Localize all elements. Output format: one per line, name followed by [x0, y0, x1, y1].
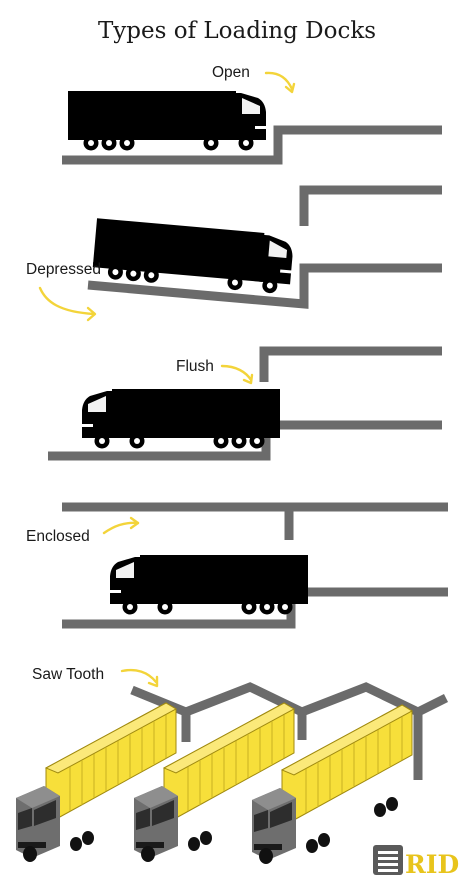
rid-logo-icon: RID: [373, 845, 459, 879]
diagram-title: Types of Loading Docks: [98, 18, 376, 44]
dock-structure-open: [62, 125, 442, 165]
dock-open: Open: [62, 64, 442, 165]
dock-structure-flush: [48, 420, 442, 461]
dock-wall-depressed: [299, 185, 442, 226]
dock-roof-enclosed: [62, 502, 448, 540]
curved-arrow-icon: [120, 668, 159, 688]
logo-text: RID: [405, 850, 459, 879]
dock-label-open: Open: [212, 64, 250, 81]
curved-arrow-icon: [220, 364, 254, 385]
curved-arrow-icon: [264, 71, 296, 94]
truck-silhouette-icon: [68, 91, 267, 151]
dock-saw-tooth: Saw Tooth: [15, 666, 449, 865]
curved-arrow-icon: [38, 286, 97, 322]
dock-label-depressed: Depressed: [26, 261, 101, 278]
truck-silhouette-icon: [91, 218, 296, 295]
dock-depressed: Depressed: [26, 185, 442, 322]
dock-structure-depressed: [87, 263, 442, 309]
dock-wall-flush: [259, 346, 442, 382]
dock-label-flush: Flush: [176, 358, 214, 375]
dock-label-saw-tooth: Saw Tooth: [32, 666, 104, 683]
curved-arrow-icon: [102, 516, 140, 535]
dock-structure-saw-tooth: [130, 682, 449, 780]
truck-silhouette-icon: [81, 389, 280, 449]
dock-label-enclosed: Enclosed: [26, 528, 90, 545]
dock-enclosed: Enclosed: [26, 502, 448, 629]
truck-silhouette-icon: [109, 555, 308, 615]
dock-flush: Flush: [48, 346, 442, 461]
